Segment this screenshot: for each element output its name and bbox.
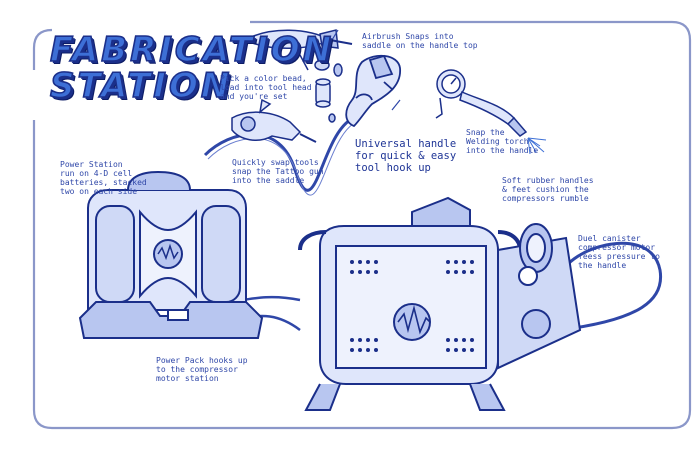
airbrush-sketch — [243, 29, 353, 71]
weld-sparks — [527, 137, 547, 155]
annotation-canister: Duel canister compressor motor feess pre… — [578, 234, 660, 270]
compressor-sketch — [298, 196, 582, 411]
hose-to-handle — [203, 118, 354, 196]
annotation-power-station: Power Station run on 4-D cell batteries,… — [60, 160, 147, 196]
universal-handle-sketch — [345, 54, 401, 128]
tattoo-gun-sketch — [231, 98, 317, 143]
title-line-2: STATION — [49, 66, 233, 106]
welding-torch-sketch — [435, 69, 528, 137]
color-bead-sketch — [315, 63, 343, 123]
annotation-airbrush: Airbrush Snaps into saddle on the handle… — [362, 32, 478, 50]
annotation-rubber-handles: Soft rubber handles & feet cushion the c… — [502, 176, 594, 203]
annotation-color-bead: Pick a color bead, load into tool head a… — [220, 74, 312, 101]
sheet-frame — [32, 20, 692, 430]
annotation-power-pack: Power Pack hooks up to the compressor mo… — [156, 356, 248, 383]
compressor-grille — [350, 260, 474, 352]
hose-to-welder — [558, 241, 663, 332]
title-line-1: FABRICATION — [49, 30, 335, 70]
annotation-swap-tools: Quickly swap tools snap the Tattoo gun i… — [232, 158, 324, 185]
page-title: FABRICATION STATION — [49, 30, 335, 106]
annotation-welding: Snap the Welding torch into the handle — [466, 128, 539, 155]
power-station-sketch — [78, 170, 264, 339]
pointer-lines — [331, 29, 401, 111]
annotation-universal-handle: Universal handle for quick & easy tool h… — [355, 138, 457, 174]
